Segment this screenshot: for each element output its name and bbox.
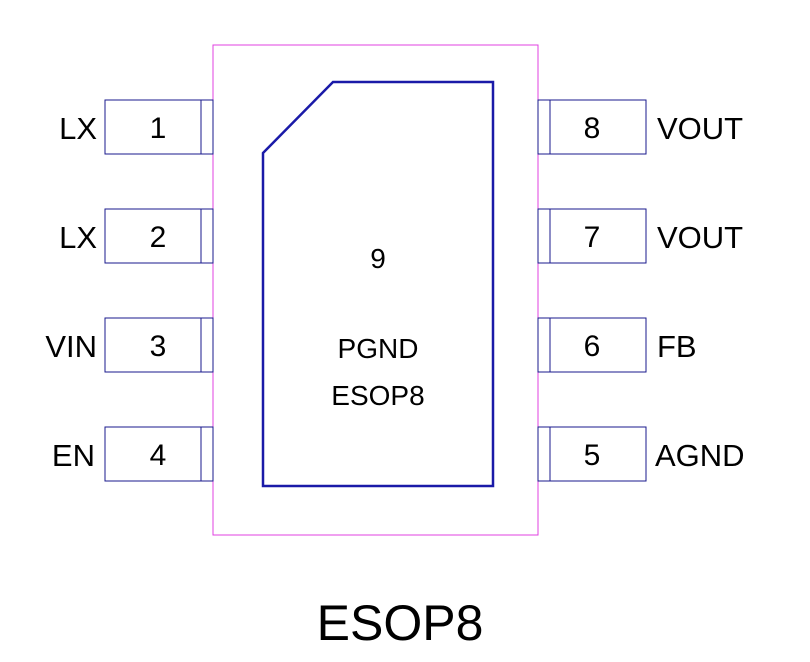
pin-3-name: VIN [45, 329, 97, 364]
pin-5-lead [537, 426, 647, 482]
pin-1: 1 LX [59, 99, 214, 155]
pin-2: 2 LX [59, 208, 214, 264]
pin-2-name: LX [59, 220, 97, 255]
left-pin-group: 1 LX 2 LX 3 VIN 4 EN [45, 99, 214, 482]
pin-8-number: 8 [584, 112, 601, 145]
pin-8-name: VOUT [657, 111, 743, 146]
pin-7-name: VOUT [657, 220, 743, 255]
exposed-pad-number: 9 [370, 243, 386, 274]
pin-6-lead [537, 317, 647, 373]
pin-6-name: FB [657, 329, 697, 364]
package-body-outline [212, 44, 539, 536]
pin-6-number: 6 [584, 330, 601, 363]
pin-4-lead [104, 426, 214, 482]
pin-4-number: 4 [150, 439, 167, 472]
pin-3-lead [104, 317, 214, 373]
pin-8-lead [537, 99, 647, 155]
pin-2-number: 2 [150, 221, 167, 254]
pin-1-name: LX [59, 111, 97, 146]
pin-4: 4 EN [52, 426, 214, 482]
pin-7: 7 VOUT [537, 208, 743, 264]
exposed-pad-name: PGND [338, 333, 419, 364]
pin-5-number: 5 [584, 439, 601, 472]
pin-3-number: 3 [150, 330, 167, 363]
right-pin-group: 8 VOUT 7 VOUT 6 FB 5 AGND [537, 99, 745, 482]
pin-5: 5 AGND [537, 426, 745, 482]
pin-5-name: AGND [655, 438, 745, 473]
exposed-pad-package-label: ESOP8 [331, 380, 424, 411]
pin-1-lead [104, 99, 214, 155]
exposed-pad-outline [261, 80, 495, 488]
pin-7-lead [537, 208, 647, 264]
pin-1-number: 1 [150, 112, 167, 145]
pin-8: 8 VOUT [537, 99, 743, 155]
pin-6: 6 FB [537, 317, 697, 373]
pin-3: 3 VIN [45, 317, 214, 373]
pin-7-number: 7 [584, 221, 601, 254]
pin-4-name: EN [52, 438, 95, 473]
pin-2-lead [104, 208, 214, 264]
package-title: ESOP8 [317, 595, 484, 651]
